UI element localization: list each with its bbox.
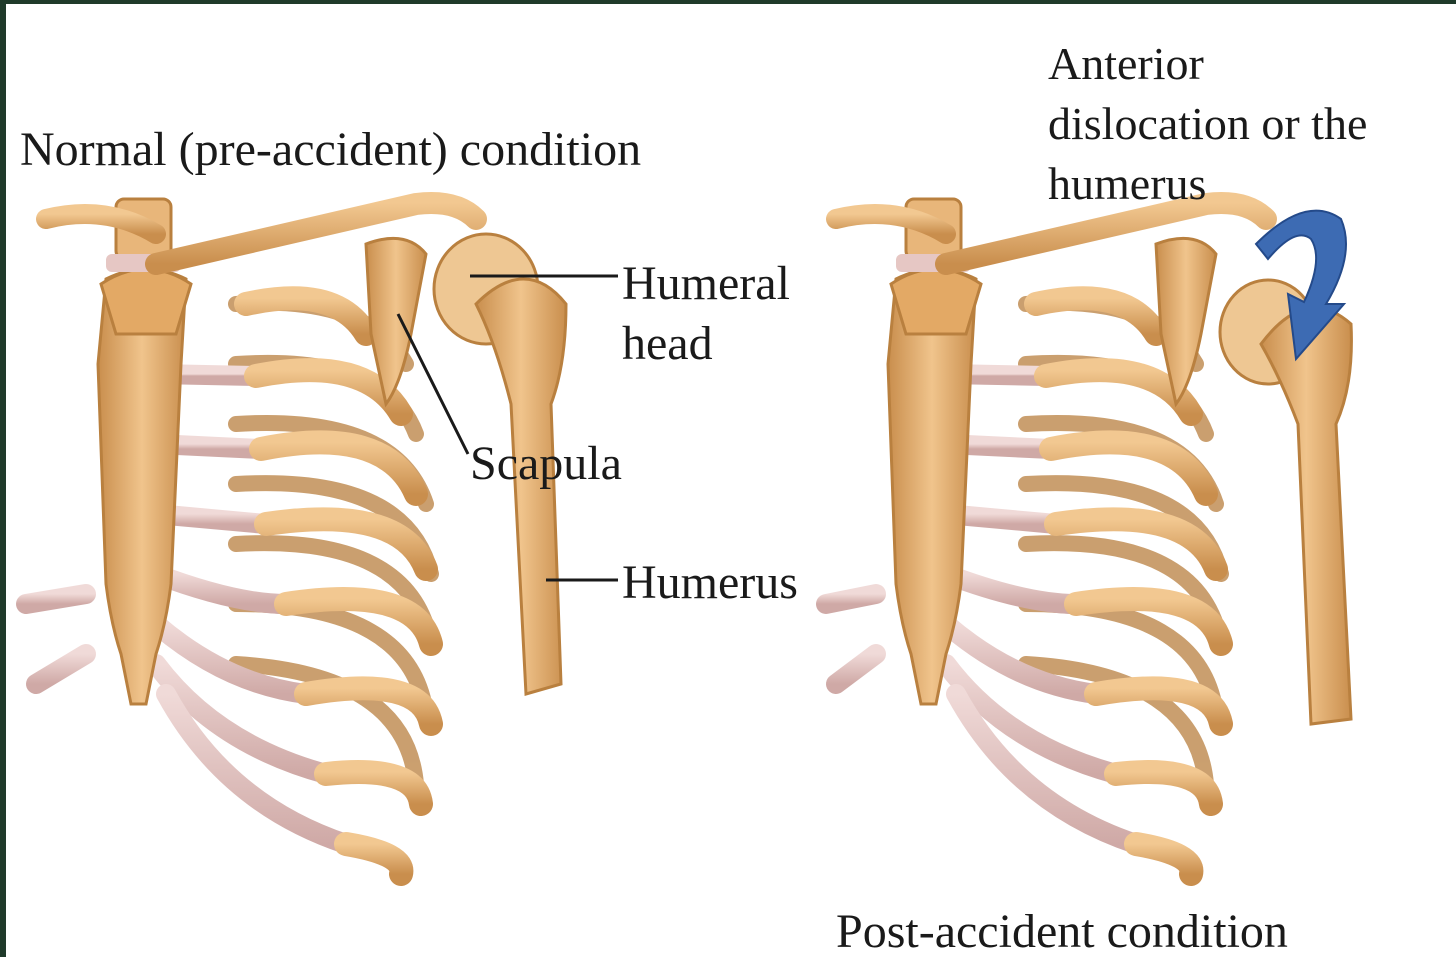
- anterior-line-3: humerus: [1048, 154, 1456, 214]
- anterior-line-2: dislocation or the: [1048, 94, 1456, 154]
- anterior-line-1: Anterior: [1048, 34, 1456, 94]
- humerus-label: Humerus: [622, 559, 798, 607]
- anterior-dislocation-label: Anterior dislocation or the humerus: [1048, 34, 1456, 214]
- post-accident-title: Post-accident condition: [836, 908, 1288, 956]
- humeral-head-line-1: Humeral: [622, 254, 822, 314]
- normal-condition-title: Normal (pre-accident) condition: [20, 126, 641, 174]
- post-rib-cage: [826, 199, 1266, 874]
- humeral-head-label: Humeral head: [622, 254, 822, 374]
- scapula-label: Scapula: [470, 440, 622, 488]
- normal-rib-cage: [26, 199, 476, 874]
- figure-frame: Normal (pre-accident) condition Anterior…: [6, 4, 1456, 957]
- humeral-head-line-2: head: [622, 314, 822, 374]
- dislocated-humerus: [1220, 280, 1351, 724]
